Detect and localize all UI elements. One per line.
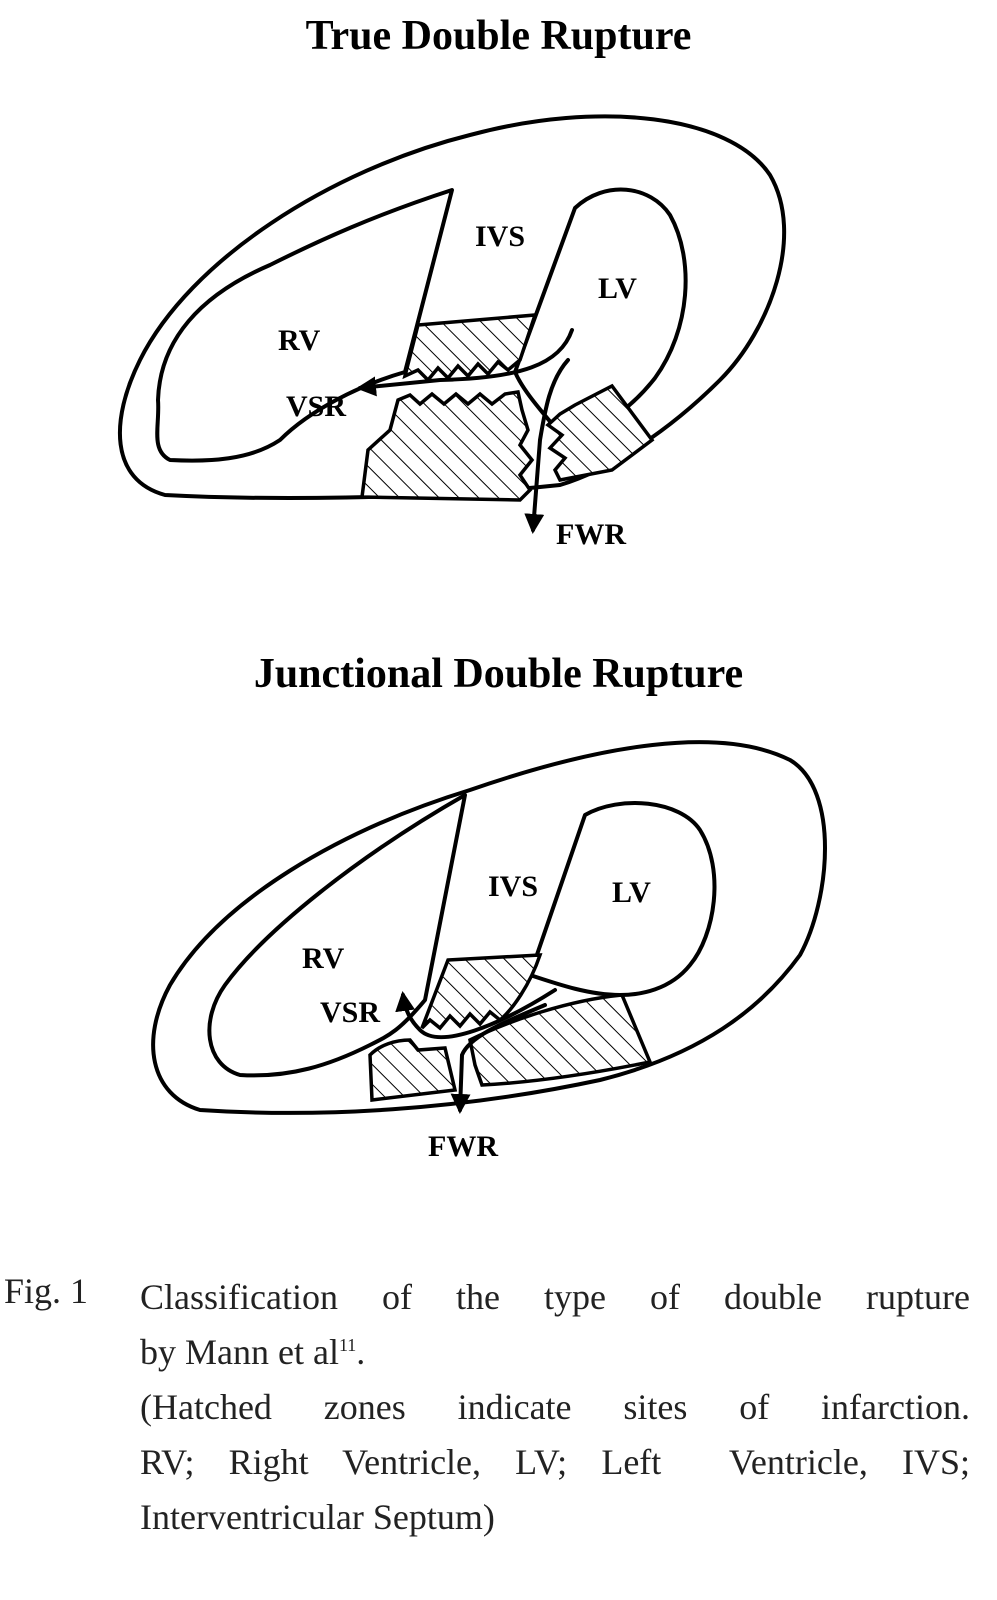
fwr-label: FWR xyxy=(428,1130,498,1163)
ivs-label: IVS xyxy=(475,220,525,253)
infarct-zone-rv-wall xyxy=(368,1038,458,1102)
caption-text: . xyxy=(356,1332,366,1372)
vsr-label: VSR xyxy=(320,996,380,1029)
caption-line: (Hatched zones indicate sites of infarct… xyxy=(140,1387,970,1427)
infarct-zone-septum xyxy=(402,313,538,383)
infarct-zone-rv-wall xyxy=(360,390,535,502)
reference-number: 11 xyxy=(338,1335,357,1355)
rv-label: RV xyxy=(302,942,345,975)
top-diagram-title: True Double Rupture xyxy=(305,13,692,59)
infarct-zone-lv-wall xyxy=(545,383,655,482)
right-ventricle-cavity xyxy=(155,188,454,463)
caption-text: by Mann et al xyxy=(140,1332,339,1372)
fwr-arrow xyxy=(450,1003,547,1114)
caption-body: Classification of the type of double rup… xyxy=(140,1270,970,1545)
caption-line: Classification of the type of double rup… xyxy=(140,1277,970,1317)
caption-line: RV; Right Ventricle, LV; Left Ventricle,… xyxy=(140,1442,970,1482)
vsr-arrow xyxy=(356,328,574,397)
caption-line: Interventricular Septum) xyxy=(140,1497,495,1537)
lv-label: LV xyxy=(598,272,637,305)
fwr-arrow xyxy=(524,358,570,534)
vsr-label: VSR xyxy=(286,390,346,423)
caption-line: by Mann et al11. xyxy=(140,1325,970,1380)
infarct-zone-lv-wall xyxy=(468,993,653,1087)
lv-label: LV xyxy=(612,876,651,909)
rv-label: RV xyxy=(278,324,321,357)
true-double-rupture-diagram: IVS LV RV VSR FWR xyxy=(117,114,786,551)
fwr-label: FWR xyxy=(556,518,626,551)
left-ventricle-cavity xyxy=(528,801,717,997)
ivs-label: IVS xyxy=(488,870,538,903)
figure-number: Fig. 1 xyxy=(4,1271,89,1311)
vsr-arrow xyxy=(395,988,557,1040)
junctional-double-rupture-diagram: IVS LV RV VSR FWR xyxy=(151,740,827,1163)
bottom-diagram-title: Junctional Double Rupture xyxy=(253,651,744,697)
